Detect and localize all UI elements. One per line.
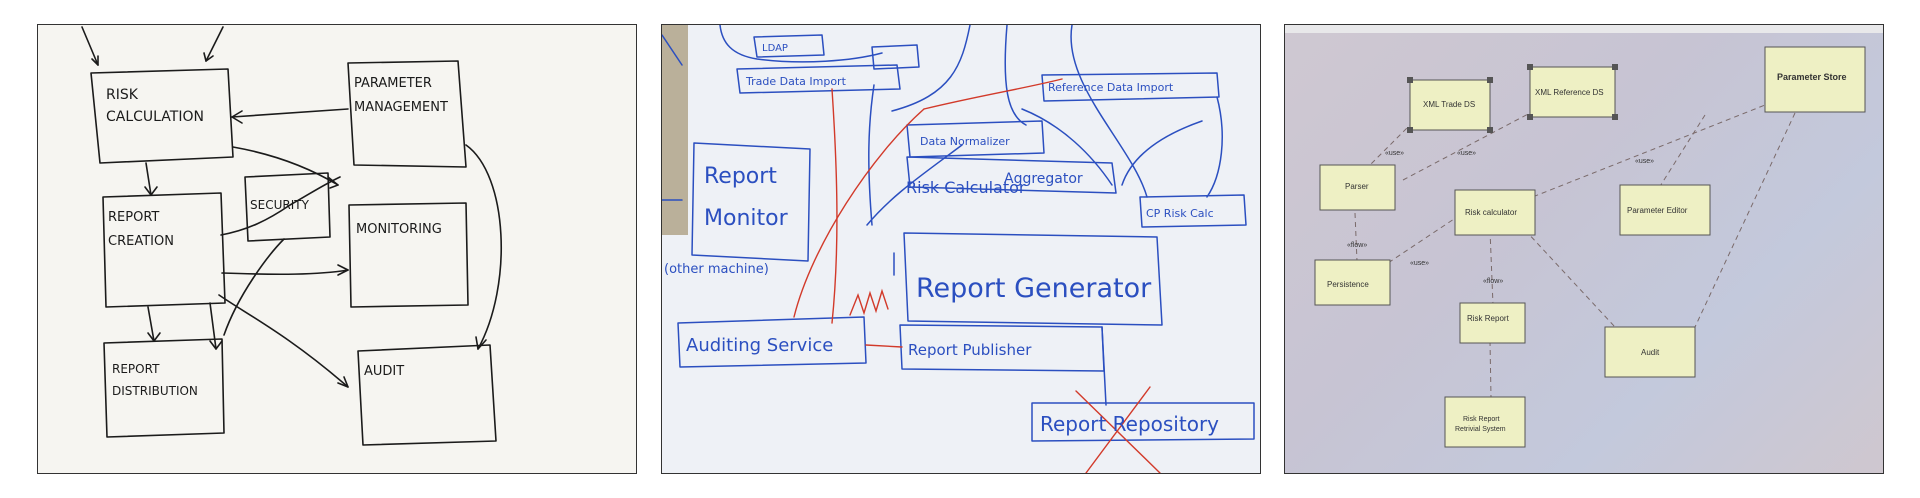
parser-component — [1319, 164, 1396, 211]
report-repository-label: Report Repository — [1040, 412, 1219, 436]
auditing-service-label: Auditing Service — [686, 335, 833, 356]
stereotype-use-1: «use» — [1385, 150, 1404, 157]
audit-component — [1604, 326, 1696, 378]
box-report-repository — [1031, 402, 1255, 442]
hand-sketch-panel: RISK CALCULATION PARAMETER MANAGEMENT SE… — [37, 24, 637, 474]
risk-report-retrieval-label-2: Retrivial System — [1455, 426, 1506, 433]
risk-calc-label-1: RISK — [106, 87, 139, 103]
risk-calculator-label: Risk Calculator — [906, 178, 1026, 197]
trade-data-import-label: Trade Data Import — [745, 75, 847, 88]
parameter-store-label: Parameter Store — [1777, 72, 1847, 82]
risk-calculator-label: Risk calculator — [1465, 208, 1517, 217]
aggregator-label: Aggregator — [1004, 171, 1083, 187]
stereotype-use-4: «use» — [1410, 260, 1429, 267]
box-risk-calculation — [90, 68, 234, 164]
xml-trade-ds-component — [1409, 79, 1491, 131]
box-report-monitor — [691, 142, 811, 262]
cp-risk-calc-label: CP Risk Calc — [1146, 207, 1214, 220]
risk-calc-label-2: CALCULATION — [106, 109, 204, 125]
audit-label: AUDIT — [364, 364, 404, 379]
box-report-generator — [903, 232, 1163, 326]
whiteboard-sketch-panel: LDAP Trade Data Import Reference Data Im… — [661, 24, 1261, 474]
security-label: SECURITY — [250, 198, 310, 212]
param-mgmt-label-2: MANAGEMENT — [354, 100, 448, 115]
monitoring-label: MONITORING — [356, 222, 442, 237]
parameter-editor-component — [1619, 184, 1711, 236]
risk-report-retrieval-label-1: Risk Report — [1463, 416, 1500, 423]
param-mgmt-label-1: PARAMETER — [354, 76, 432, 91]
parameter-editor-label: Parameter Editor — [1627, 206, 1688, 215]
report-distribution-label-2: DISTRIBUTION — [112, 384, 198, 398]
data-normalizer-label: Data Normalizer — [920, 135, 1010, 148]
box-aggregator — [906, 156, 1117, 194]
report-monitor-label-2: Monitor — [704, 206, 789, 231]
box-report-creation — [102, 192, 226, 308]
audit-label: Audit — [1641, 348, 1660, 357]
report-generator-label: Report Generator — [916, 273, 1152, 304]
other-machine-label: (other machine) — [664, 262, 769, 277]
ldap-label: LDAP — [762, 43, 788, 54]
box-monitoring — [348, 202, 469, 308]
risk-report-label: Risk Report — [1467, 314, 1510, 323]
box-data-normalizer — [906, 120, 1045, 158]
reference-data-import-label: Reference Data Import — [1048, 81, 1174, 94]
xml-reference-ds-component — [1529, 66, 1616, 118]
box-audit — [357, 344, 497, 446]
risk-report-component — [1459, 302, 1526, 344]
report-publisher-label: Report Publisher — [908, 341, 1032, 359]
xml-trade-ds-label: XML Trade DS — [1423, 100, 1475, 109]
xml-reference-ds-label: XML Reference DS — [1535, 88, 1604, 97]
risk-report-retrieval-component — [1444, 396, 1526, 448]
box-cp-risk-calc — [1139, 194, 1247, 228]
risk-calculator-component — [1454, 189, 1536, 236]
parameter-store-component — [1764, 46, 1866, 113]
report-distribution-label-1: REPORT — [112, 362, 160, 376]
uml-diagram-panel: XML Trade DS XML Reference DS Parameter … — [1284, 24, 1884, 474]
persistence-label: Persistence — [1327, 280, 1369, 289]
box-parameter-management — [347, 60, 467, 168]
stereotype-use-2: «use» — [1457, 150, 1476, 157]
box-ldap — [753, 34, 825, 58]
box-report-distribution — [103, 338, 225, 438]
box-reference-data-import — [1041, 72, 1220, 102]
report-monitor-label-1: Report — [704, 164, 777, 189]
box-security — [244, 172, 331, 242]
stereotype-flow-1: «flow» — [1347, 242, 1367, 249]
report-creation-label-2: CREATION — [108, 234, 174, 249]
parser-label: Parser — [1345, 182, 1369, 191]
persistence-component — [1314, 259, 1391, 306]
stereotype-flow-2: «flow» — [1483, 278, 1503, 285]
box-trade-data-import — [736, 64, 901, 94]
report-creation-label-1: REPORT — [108, 210, 159, 225]
stereotype-use-3: «use» — [1635, 158, 1654, 165]
box-auditing-service — [677, 316, 867, 368]
